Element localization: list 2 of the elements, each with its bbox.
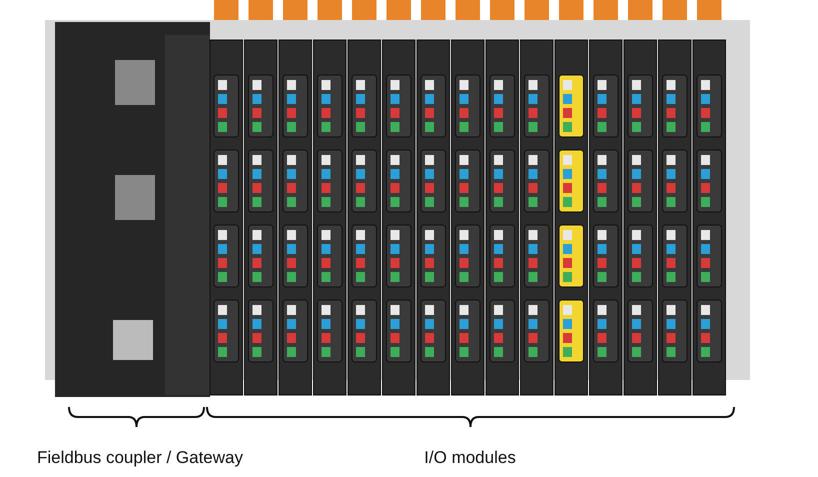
- section-label: Fieldbus coupler / Gateway: [37, 448, 243, 468]
- section-label: I/O modules: [424, 448, 516, 468]
